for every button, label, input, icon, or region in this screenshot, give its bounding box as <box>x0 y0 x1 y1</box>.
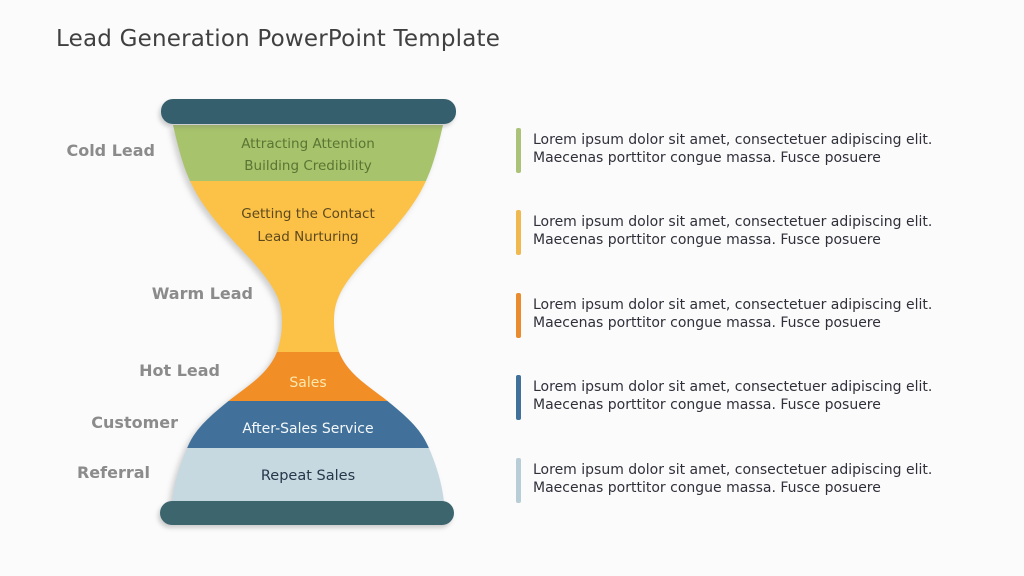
bullet-accent-bar-4 <box>516 375 521 420</box>
bullet-text-3: Lorem ipsum dolor sit amet, consectetuer… <box>533 296 985 332</box>
segment-cold-lead[interactable] <box>158 116 458 181</box>
bullet-1-line-1: Lorem ipsum dolor sit amet, consectetuer… <box>533 132 933 148</box>
cold-lead-text-line2: Building Credibility <box>244 158 371 174</box>
hourglass-top-cap <box>161 99 456 124</box>
side-label-referral: Referral <box>76 463 150 482</box>
bullet-accent-bar-3 <box>516 293 521 338</box>
side-label-cold-lead: Cold Lead <box>66 141 155 160</box>
side-label-customer: Customer <box>91 413 178 432</box>
bullet-accent-bar-5 <box>516 458 521 503</box>
hourglass-body <box>158 116 458 508</box>
bullet-block-2: Lorem ipsum dolor sit amet, consectetuer… <box>516 209 986 257</box>
bullet-accent-bar-1 <box>516 128 521 173</box>
warm-lead-text-line1: Getting the Contact <box>241 206 375 222</box>
bullet-block-1: Lorem ipsum dolor sit amet, consectetuer… <box>516 127 986 175</box>
bullet-4-line-2: Maecenas porttitor congue massa. Fusce p… <box>533 397 881 413</box>
bullet-5-line-1: Lorem ipsum dolor sit amet, consectetuer… <box>533 462 933 478</box>
hourglass-bottom-cap <box>160 501 454 525</box>
bullet-5-line-2: Maecenas porttitor congue massa. Fusce p… <box>533 480 881 496</box>
bullet-accent-bar-2 <box>516 210 521 255</box>
bullet-block-4: Lorem ipsum dolor sit amet, consectetuer… <box>516 374 986 422</box>
bullet-block-5: Lorem ipsum dolor sit amet, consectetuer… <box>516 457 986 505</box>
referral-text: Repeat Sales <box>261 468 355 484</box>
side-label-hot-lead: Hot Lead <box>139 361 220 380</box>
bullet-text-4: Lorem ipsum dolor sit amet, consectetuer… <box>533 378 985 414</box>
segment-referral[interactable] <box>158 448 458 508</box>
bullet-3-line-1: Lorem ipsum dolor sit amet, consectetuer… <box>533 297 933 313</box>
side-label-warm-lead: Warm Lead <box>151 284 253 303</box>
bullet-text-1: Lorem ipsum dolor sit amet, consectetuer… <box>533 131 985 167</box>
bullet-4-line-1: Lorem ipsum dolor sit amet, consectetuer… <box>533 379 933 395</box>
bullet-3-line-2: Maecenas porttitor congue massa. Fusce p… <box>533 315 881 331</box>
bullet-block-3: Lorem ipsum dolor sit amet, consectetuer… <box>516 292 986 340</box>
bullet-2-line-1: Lorem ipsum dolor sit amet, consectetuer… <box>533 214 933 230</box>
page-title: Lead Generation PowerPoint Template <box>56 26 501 52</box>
bullet-2-line-2: Maecenas porttitor congue massa. Fusce p… <box>533 232 881 248</box>
warm-lead-text-line2: Lead Nurturing <box>257 229 358 245</box>
bullet-text-5: Lorem ipsum dolor sit amet, consectetuer… <box>533 461 985 497</box>
cold-lead-text-line1: Attracting Attention <box>241 136 375 152</box>
bullet-text-2: Lorem ipsum dolor sit amet, consectetuer… <box>533 213 985 249</box>
bullet-1-line-2: Maecenas porttitor congue massa. Fusce p… <box>533 150 881 166</box>
customer-text: After-Sales Service <box>242 421 373 437</box>
hot-lead-text: Sales <box>289 375 326 391</box>
